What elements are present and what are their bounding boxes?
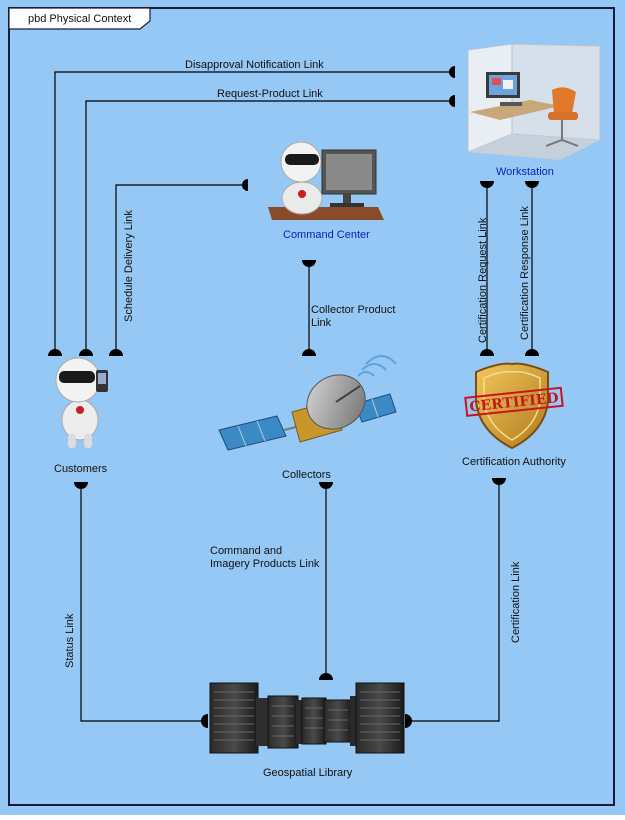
port xyxy=(525,181,539,188)
collectors-node[interactable]: Collectors xyxy=(218,355,397,481)
certification-connector[interactable] xyxy=(407,481,500,722)
port xyxy=(79,349,93,356)
port xyxy=(480,349,494,356)
diagram-frame xyxy=(8,7,615,806)
port xyxy=(492,478,506,485)
workstation-icon xyxy=(467,43,601,160)
certification-authority-node[interactable]: CERTIFIED Certification Authority xyxy=(462,362,566,468)
status-link-label: Status Link xyxy=(64,613,76,668)
command-imagery-link-label-2: Imagery Products Link xyxy=(210,558,320,570)
command-center-node[interactable]: Command Center xyxy=(268,141,384,241)
ports xyxy=(48,66,539,728)
request-product-connector[interactable] xyxy=(85,100,449,352)
workstation-node[interactable]: Workstation xyxy=(467,43,601,178)
schedule-delivery-connector[interactable] xyxy=(115,184,242,352)
port xyxy=(319,673,333,680)
certification-request-link-label: Certification Request Link xyxy=(477,217,489,343)
port xyxy=(525,349,539,356)
frame-title-tab xyxy=(8,7,151,30)
certification-link-label: Certification Link xyxy=(510,561,522,643)
port xyxy=(449,66,455,78)
geospatial-library-label: Geospatial Library xyxy=(263,767,353,779)
port xyxy=(201,714,208,728)
port xyxy=(449,95,455,107)
port xyxy=(302,260,316,267)
command-imagery-link-label: Command and xyxy=(210,545,282,557)
port xyxy=(74,482,88,489)
status-connector[interactable] xyxy=(80,485,206,722)
disapproval-link-label: Disapproval Notification Link xyxy=(185,59,324,71)
certified-shield-icon: CERTIFIED xyxy=(464,362,564,450)
port xyxy=(405,714,412,728)
certification-response-link-label: Certification Response Link xyxy=(519,206,531,340)
request-product-link-label: Request-Product Link xyxy=(217,88,323,100)
port xyxy=(109,349,123,356)
port xyxy=(480,181,494,188)
connectors xyxy=(54,71,533,722)
customers-node[interactable]: Customers xyxy=(54,357,108,475)
command-center-label: Command Center xyxy=(283,229,370,241)
customers-icon xyxy=(55,357,108,448)
collectors-label: Collectors xyxy=(282,469,331,481)
collector-product-link-label: Collector Product xyxy=(311,304,395,316)
certification-authority-label: Certification Authority xyxy=(462,456,566,468)
collector-product-link-label-2: Link xyxy=(311,317,332,329)
disapproval-connector[interactable] xyxy=(54,71,449,352)
schedule-delivery-link-label: Schedule Delivery Link xyxy=(123,210,135,322)
port xyxy=(48,349,62,356)
frame-title: pbd Physical Context xyxy=(28,13,131,25)
command-center-icon xyxy=(268,141,384,220)
customers-label: Customers xyxy=(54,463,108,475)
satellite-icon xyxy=(218,355,397,451)
server-rack-icon xyxy=(209,682,405,754)
port xyxy=(302,349,316,356)
port xyxy=(242,179,248,191)
geospatial-library-node[interactable]: Geospatial Library xyxy=(209,682,405,779)
workstation-label: Workstation xyxy=(496,166,554,178)
port xyxy=(319,482,333,489)
